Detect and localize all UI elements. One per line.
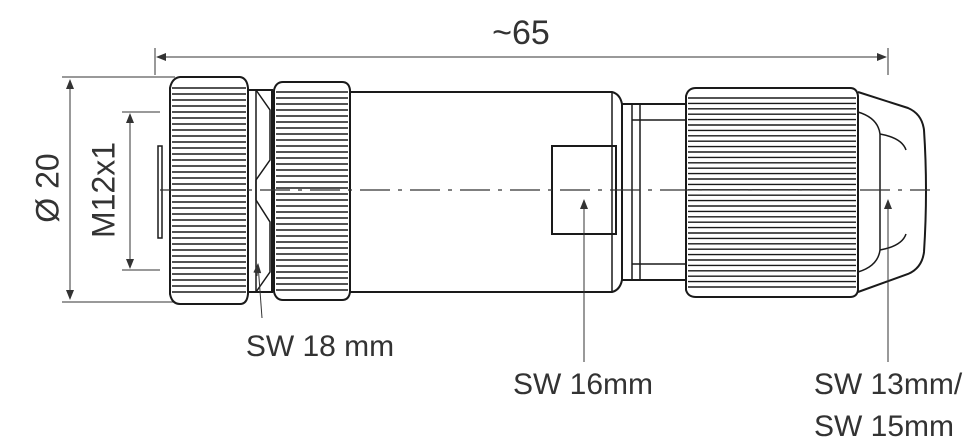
cable-gland-wrench-size-line1: SW 13mm/	[814, 368, 963, 401]
cable-gland-cap	[857, 91, 927, 293]
locking-ring-knurling	[276, 91, 348, 291]
cable-gland-wrench-size-line2: SW 15mm	[814, 410, 954, 443]
socket-insert	[157, 145, 163, 239]
outer-diameter-label: Ø 20	[29, 153, 65, 222]
intermediate-collar	[248, 89, 273, 293]
coupling-nut-wrench-size: SW 18 mm	[246, 330, 394, 363]
wrench-callout-sw13-15: SW 13mm/ SW 15mm	[814, 199, 963, 443]
overall-length-label: ~65	[492, 14, 550, 52]
connector-outline	[157, 76, 930, 305]
wrench-callout-sw18: SW 18 mm	[246, 263, 394, 363]
locking-ring	[273, 81, 351, 301]
main-body	[350, 91, 623, 293]
cable-gland-knurling	[688, 97, 856, 288]
thread-dimension: M12x1	[85, 111, 160, 271]
cable-gland-nut	[685, 87, 859, 298]
wrench-callout-sw16: SW 16mm	[513, 199, 653, 401]
diameter-dimension: Ø 20	[29, 76, 175, 303]
coupling-nut-knurling	[172, 87, 246, 293]
body-wrench-size: SW 16mm	[513, 368, 653, 401]
neck	[622, 103, 686, 281]
coupling-nut	[169, 76, 249, 305]
overall-length-dimension: ~65	[154, 14, 889, 75]
thread-size-label: M12x1	[85, 142, 121, 238]
